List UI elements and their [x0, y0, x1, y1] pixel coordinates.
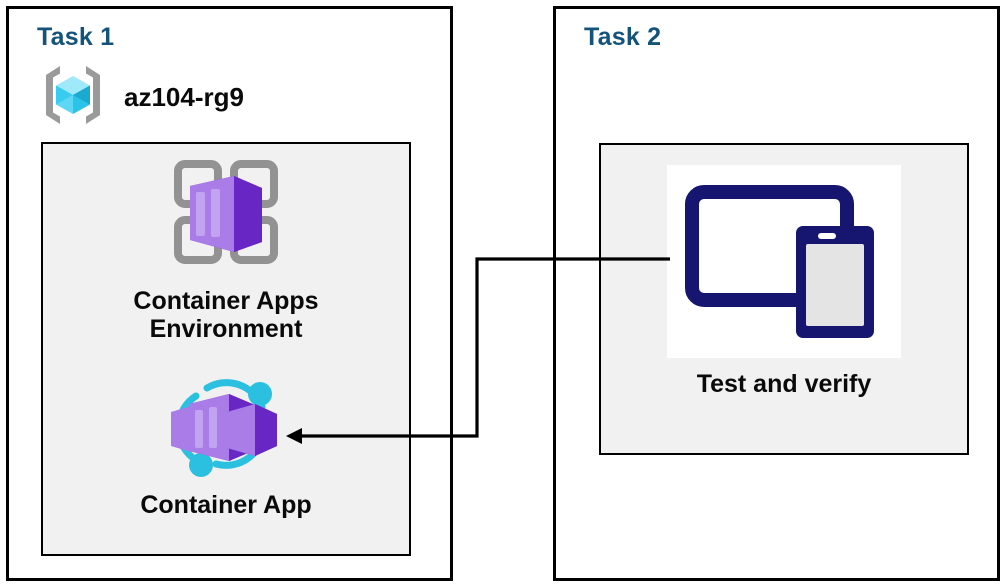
node-label-container-app: Container App [140, 491, 312, 519]
node-label-test-and-verify: Test and verify [696, 370, 872, 398]
node-label-container-apps-environment: Container Apps Environment [133, 287, 319, 343]
node-container-apps-environment: Container Apps Environment [61, 150, 391, 343]
node-container-app: Container App [61, 370, 391, 519]
azure-resource-group-icon [36, 58, 110, 137]
resource-group-header: az104-rg9 [36, 58, 244, 137]
task-2-title: Task 2 [584, 23, 662, 51]
test-devices-icon [667, 165, 901, 358]
task-1-title: Task 1 [37, 23, 115, 51]
resource-group-name: az104-rg9 [124, 82, 244, 112]
container-apps-environment-icon [164, 150, 288, 279]
container-app-icon [163, 370, 289, 485]
node-test-and-verify: Test and verify [619, 165, 949, 398]
